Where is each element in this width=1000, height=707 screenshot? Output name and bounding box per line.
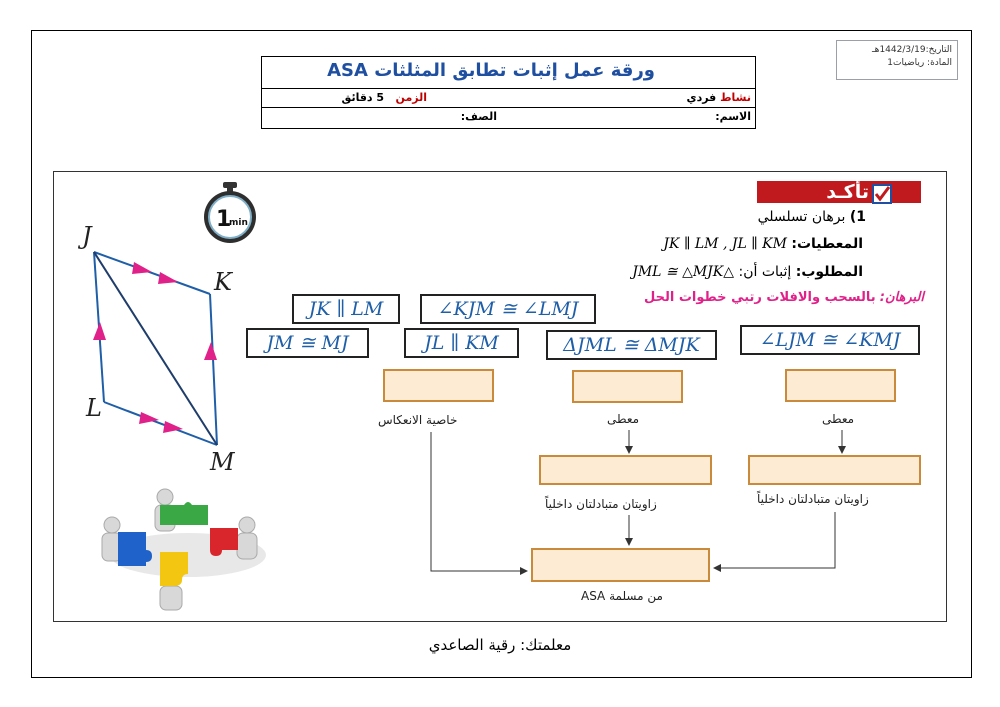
reason-given-2: معطى bbox=[822, 412, 855, 426]
reason-given-1: معطى bbox=[607, 412, 640, 426]
proof-instruction: بالسحب والافلات رتبي خطوات الحل bbox=[644, 290, 876, 305]
arrow-icon bbox=[93, 322, 106, 340]
vertex-k: K bbox=[213, 268, 234, 296]
problem-heading: 1) برهان تسلسلي bbox=[758, 209, 866, 225]
draggable-jl-parallel-km[interactable]: JL ∥ KM bbox=[404, 328, 519, 358]
activity-value: فردي bbox=[686, 91, 717, 104]
worksheet-title: ورقة عمل إثبات تطابق المثلثات ASA bbox=[327, 60, 655, 81]
arrow-icon bbox=[132, 262, 152, 274]
required-line: المطلوب: إثبات أن: △JML ≅ △MJK bbox=[632, 264, 863, 280]
check-title: تأكـد bbox=[826, 181, 869, 203]
drop-zone-given-2[interactable] bbox=[785, 369, 896, 402]
problem-number: 1) bbox=[849, 209, 866, 225]
header-table: ورقة عمل إثبات تطابق المثلثات ASA نشاط ف… bbox=[261, 56, 756, 129]
stopwatch-icon: 1 min bbox=[194, 182, 266, 244]
drop-zone-alt-interior-2[interactable] bbox=[748, 455, 921, 485]
drop-zone-given-1[interactable] bbox=[572, 370, 683, 403]
arrow-icon bbox=[158, 272, 178, 284]
worksheet-frame bbox=[31, 30, 972, 678]
subject-text: المادة: رياضيات1 bbox=[887, 58, 952, 68]
arrow-icon bbox=[139, 412, 159, 424]
draggable-angle-ljm-kmj[interactable]: ∠LJM ≅ ∠KMJ bbox=[740, 325, 920, 355]
time-value: 5 دقائق bbox=[341, 91, 385, 104]
teacher-credit: معلمتك: رقية الصاعدي bbox=[428, 636, 572, 654]
checkbox-icon bbox=[872, 184, 892, 204]
arrow-left-icon bbox=[713, 512, 836, 572]
drop-zone-reflexive[interactable] bbox=[383, 369, 494, 402]
activity-row: نشاط فردي الزمن 5 دقائق bbox=[262, 89, 755, 108]
required-prefix: إثبات أن: bbox=[738, 264, 792, 280]
reason-asa: من مسلمة ASA bbox=[581, 589, 663, 603]
diagonal-jm bbox=[93, 251, 218, 446]
required-value: △JML ≅ △MJK bbox=[632, 264, 735, 280]
draggable-angle-kjm-lmj[interactable]: ∠KJM ≅ ∠LMJ bbox=[420, 294, 596, 324]
class-label: الصف: bbox=[460, 110, 497, 123]
givens-label: المعطيات: bbox=[791, 236, 863, 252]
arrow-icon bbox=[204, 342, 217, 360]
reason-alt-interior-2: زاويتان متبادلتان داخلياً bbox=[757, 492, 869, 506]
draggable-jm-congruent-mj[interactable]: JM ≅ MJ bbox=[246, 328, 369, 358]
reason-reflexive: خاصية الانعكاس bbox=[378, 413, 458, 427]
activity-frame bbox=[53, 171, 947, 622]
proof-line: البرهان: بالسحب والافلات رتبي خطوات الحل bbox=[644, 290, 924, 305]
time-label: الزمن bbox=[395, 91, 427, 104]
drop-zone-asa[interactable] bbox=[531, 548, 710, 582]
date-text: التاريخ:1442/3/19هـ bbox=[872, 45, 952, 55]
parallel-arrows bbox=[93, 262, 217, 433]
givens-value: JK ∥ LM , JL ∥ KM bbox=[663, 236, 787, 252]
parallelogram-figure: J K L M bbox=[77, 222, 236, 476]
drop-zone-alt-interior-1[interactable] bbox=[539, 455, 712, 485]
vertex-l: L bbox=[85, 394, 102, 422]
draggable-jk-parallel-lm[interactable]: JK ∥ LM bbox=[292, 294, 400, 324]
meta-box: التاريخ:1442/3/19هـ المادة: رياضيات1 bbox=[836, 40, 958, 80]
reason-alt-interior-1: زاويتان متبادلتان داخلياً bbox=[545, 497, 657, 511]
problem-title: برهان تسلسلي bbox=[757, 209, 846, 225]
svg-text:1: 1 bbox=[216, 207, 231, 232]
title-row: ورقة عمل إثبات تطابق المثلثات ASA bbox=[262, 57, 755, 89]
timer-label: min bbox=[229, 218, 248, 228]
name-row: الاسم: الصف: bbox=[262, 108, 755, 128]
check-banner: تأكـد bbox=[757, 181, 921, 212]
activity-field: نشاط فردي bbox=[686, 91, 751, 104]
proof-label: البرهان: bbox=[879, 290, 924, 305]
draggable-triangle-jml-mjk[interactable]: ΔJML ≅ ΔMJK bbox=[546, 330, 717, 360]
arrow-right-icon bbox=[430, 432, 528, 575]
name-label: الاسم: bbox=[715, 110, 751, 123]
required-label: المطلوب: bbox=[795, 264, 863, 280]
givens-line: المعطيات: JK ∥ LM , JL ∥ KM bbox=[663, 236, 863, 252]
vertex-m: M bbox=[209, 448, 236, 476]
time-field: الزمن 5 دقائق bbox=[342, 91, 427, 104]
activity-label: نشاط bbox=[720, 91, 751, 104]
puzzle-team-image bbox=[101, 488, 266, 611]
arrow-icon bbox=[163, 421, 183, 433]
